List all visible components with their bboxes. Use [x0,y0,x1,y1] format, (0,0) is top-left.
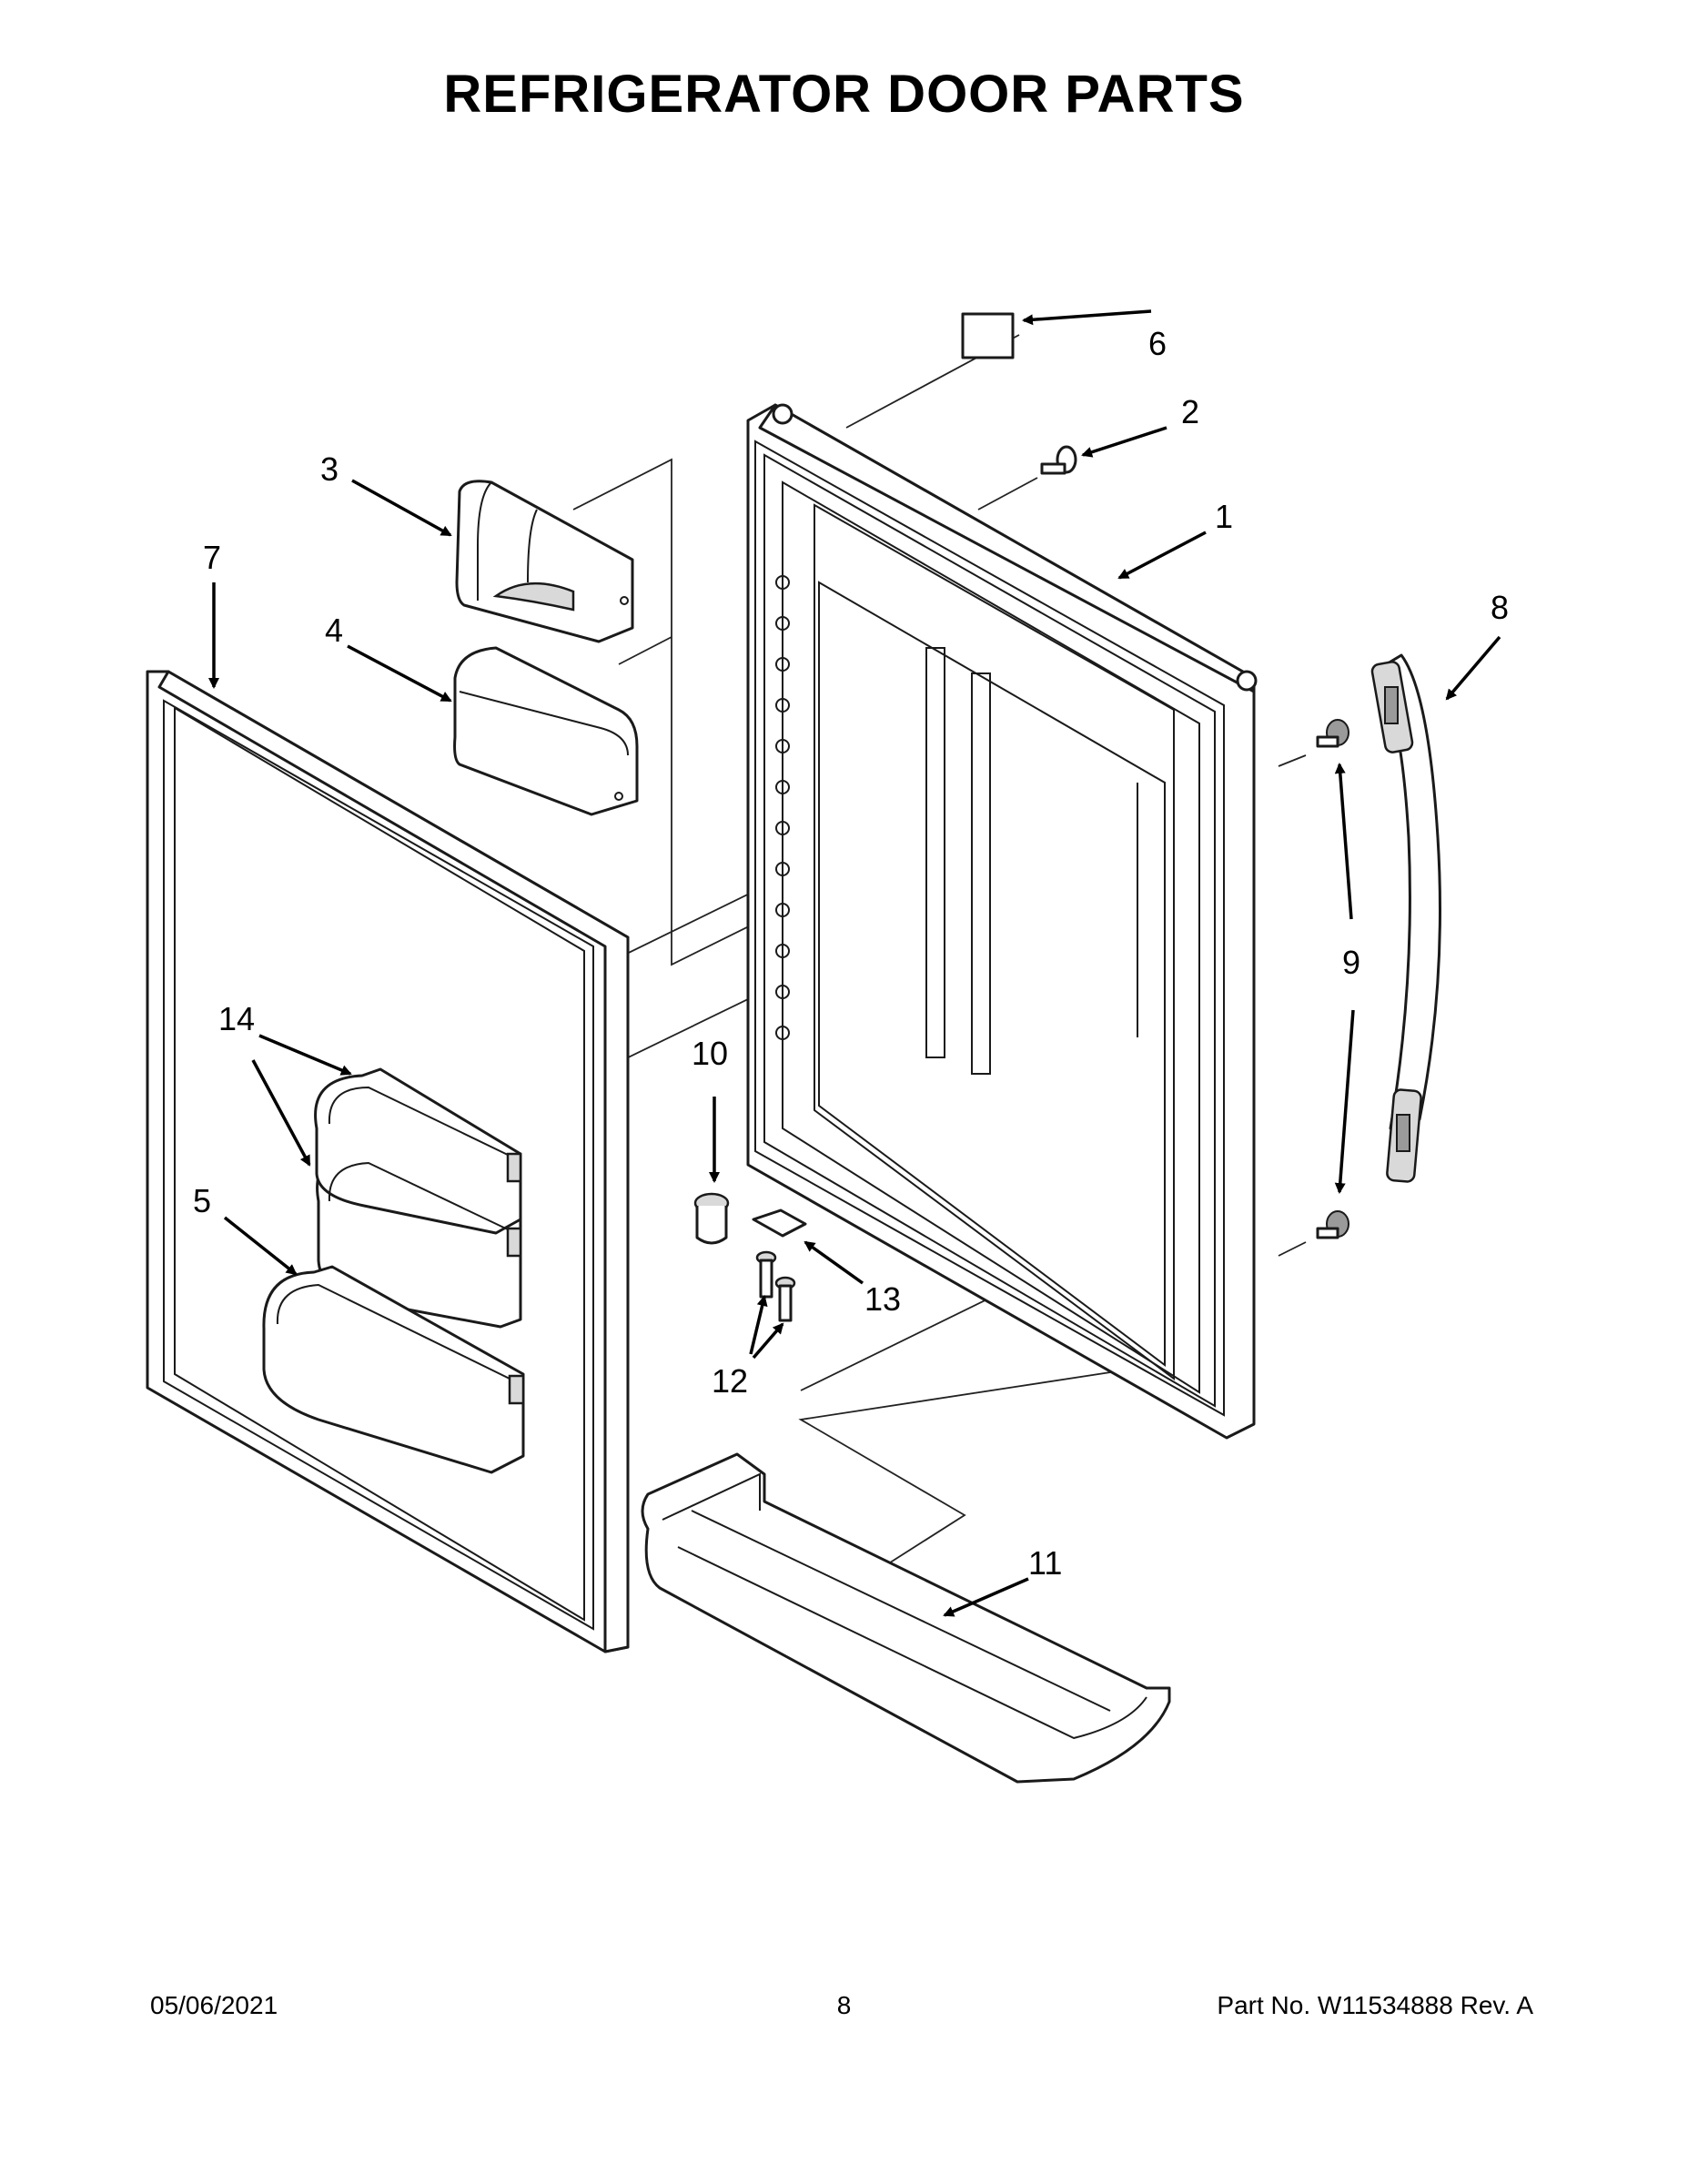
bottom-door-shelf-part [641,1452,1171,1784]
callout-9: 9 [1342,944,1360,981]
callout-8: 8 [1491,589,1509,626]
upper-door-bins-part [314,1067,522,1329]
callout-11: 11 [1028,1544,1062,1582]
leader-arrows [208,309,1501,1617]
callout-13: 13 [864,1280,901,1318]
closure-cam-part [752,1208,807,1238]
callout-3: 3 [320,450,339,488]
callout-6: 6 [1148,325,1167,362]
door-shelf-pegs [775,575,790,1040]
lower-door-bin-part [262,1265,525,1474]
screws-part [755,1250,796,1322]
dairy-bin-part [453,646,639,816]
footer-page-number: 8 [836,1991,852,2019]
door-handle-part [1370,653,1441,1183]
callout-1: 1 [1215,498,1233,535]
callout-labels: 1 2 3 4 5 6 7 8 9 10 11 12 13 14 [193,325,1509,1582]
callout-12: 12 [712,1362,748,1400]
callout-5: 5 [193,1182,211,1219]
page-title: REFRIGERATOR DOOR PARTS [443,65,1245,124]
callout-10: 10 [692,1035,728,1072]
callout-14: 14 [218,1000,255,1037]
callout-4: 4 [325,612,343,649]
dairy-door-part [455,480,634,643]
refrigerator-door-part [746,403,1258,1440]
label-part [961,312,1015,359]
footer-part-number: Part No. W11534888 Rev. A [1217,1991,1533,2019]
callout-7: 7 [203,539,221,576]
handle-studs-part [1316,719,1349,1239]
callout-2: 2 [1181,393,1199,430]
hinge-bushing-part [693,1192,730,1245]
door-stop-part [1040,445,1077,475]
footer-date: 05/06/2021 [150,1991,278,2019]
